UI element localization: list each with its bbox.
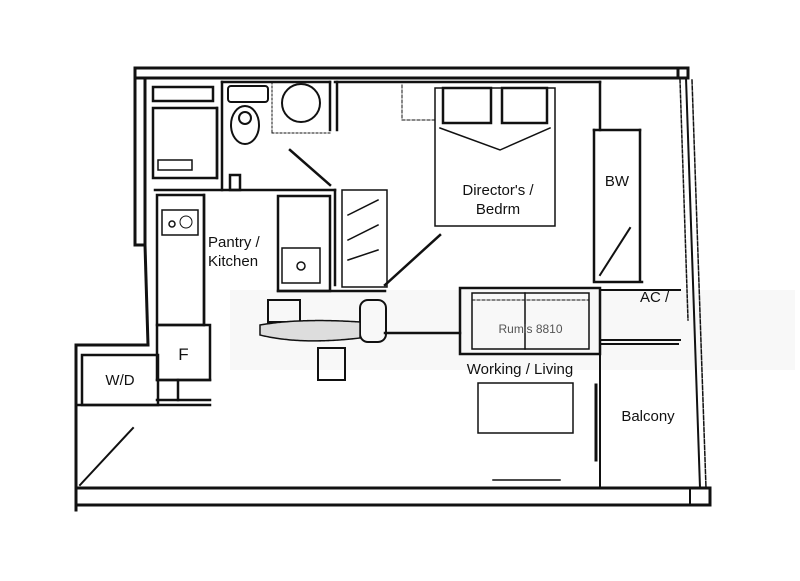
- ac-ledge: [599, 289, 681, 489]
- room-label-bedroom: Director's / Bedrm: [448, 181, 548, 219]
- bedroom-wall: [333, 80, 602, 227]
- outer-wall: [74, 66, 712, 512]
- balcony-door: [594, 383, 601, 481]
- wd-unit: [74, 353, 212, 407]
- sink-block: [276, 188, 442, 293]
- bw-closet: [592, 128, 644, 284]
- kitchen-label-line1: Pantry /: [208, 234, 260, 251]
- room-label-balcony: Balcony: [621, 408, 675, 425]
- kitchen-counter: [155, 193, 212, 402]
- room-label-kitchen: Pantry / Kitchen: [208, 233, 260, 271]
- bedroom-label-line2: Bedrm: [475, 201, 521, 218]
- room-label-wd: W/D: [105, 372, 135, 389]
- room-label-ac: AC /: [640, 289, 670, 306]
- bedroom-label-line1: Director's /: [462, 182, 534, 199]
- furniture-label: Rumis 8810: [498, 322, 563, 336]
- toilet: [227, 81, 331, 145]
- kitchen-label-line2: Kitchen: [208, 253, 259, 270]
- room-label-bw: BW: [604, 173, 630, 190]
- room-label-living: Working / Living: [466, 361, 574, 378]
- bath-wall: [151, 80, 339, 192]
- dining-set: [259, 299, 387, 381]
- room-label-fridge: F: [178, 345, 189, 364]
- living-room: [383, 286, 602, 481]
